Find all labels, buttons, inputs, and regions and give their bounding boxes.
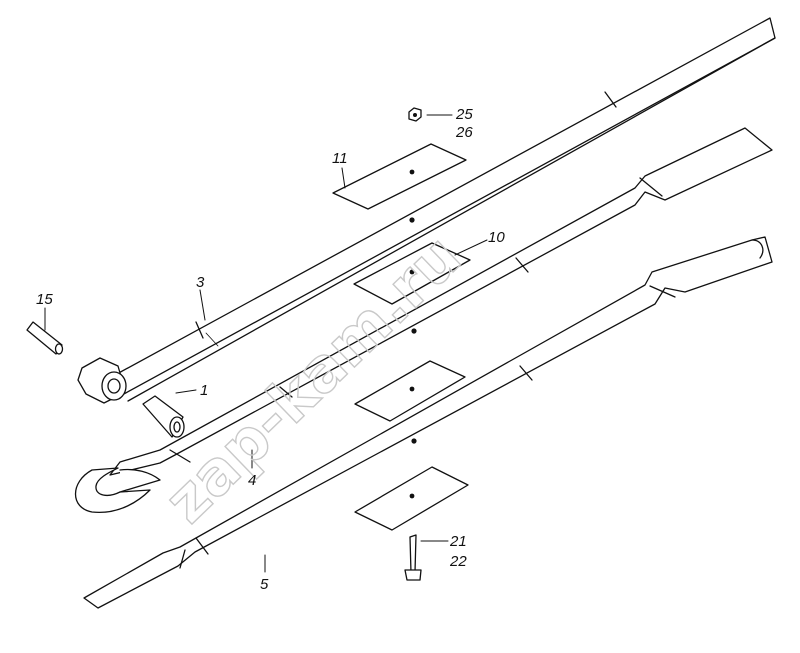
- callout-15: 15: [36, 291, 53, 308]
- callout-5: 5: [260, 576, 269, 593]
- callout-25: 25: [455, 106, 473, 123]
- callout-labels: 25 26 11 10 3 15 1 4 21 22 5: [36, 106, 505, 593]
- spring-leaf-5: [83, 236, 773, 609]
- bolt-21: [404, 534, 422, 581]
- nut-25: [408, 107, 422, 122]
- centre-holes: [409, 169, 417, 499]
- callout-3: 3: [196, 274, 205, 291]
- callout-10: 10: [488, 229, 505, 246]
- callout-21: 21: [449, 533, 467, 550]
- callout-22: 22: [449, 553, 467, 570]
- callout-1: 1: [200, 382, 208, 399]
- spring-leaf-4: [75, 127, 773, 514]
- bushing-1: [142, 395, 185, 438]
- pad-middle: [354, 360, 466, 422]
- pad-bottom: [354, 466, 469, 531]
- spring-leaf-3: [77, 17, 776, 404]
- pad-11: [332, 143, 467, 210]
- callout-11: 11: [332, 150, 348, 167]
- leader-lines: [44, 114, 488, 573]
- callout-4: 4: [248, 472, 256, 489]
- pin-15: [26, 321, 64, 355]
- callout-26: 26: [455, 124, 473, 141]
